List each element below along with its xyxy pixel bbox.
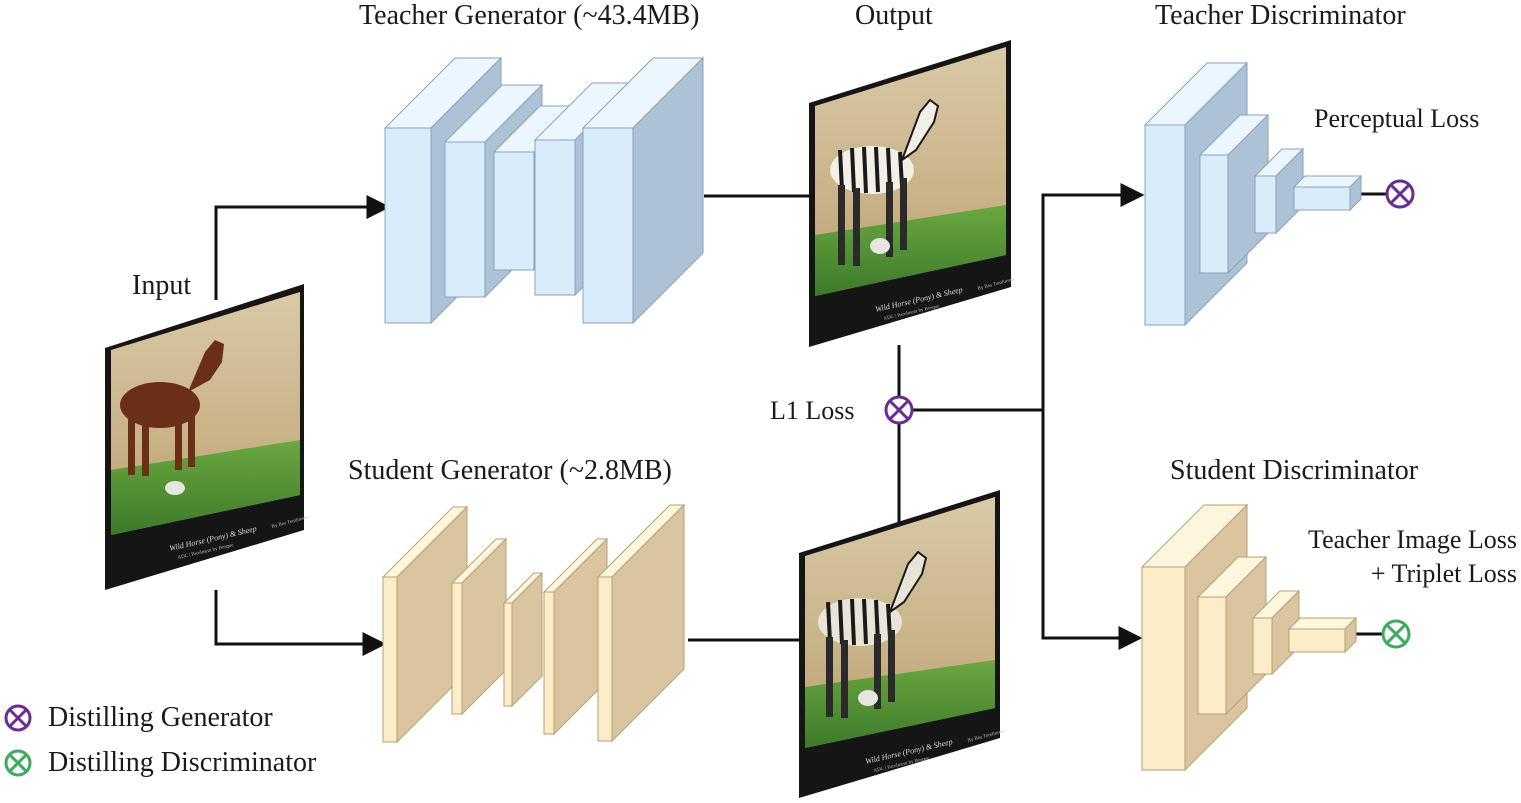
teacher-image-loss-label: Teacher Image Loss: [1308, 525, 1517, 554]
output-image-student: Wild Horse (Pony) & Sheep ADC | Parolmen…: [799, 490, 1005, 798]
input-image: Wild Horse (Pony) & Sheep ADC | Parolmen…: [105, 284, 309, 590]
teacher-generator-label: Teacher Generator (~43.4MB): [359, 0, 700, 31]
student-discriminator: [1140, 503, 1358, 772]
zebra-figure-student: [818, 550, 928, 718]
arrow-to-teacher-discriminator: [1041, 183, 1145, 410]
connectors: [214, 183, 1386, 656]
teacher-generator: [383, 56, 705, 325]
teacher-image-loss-marker-icon: [1381, 619, 1411, 649]
student-generator-label: Student Generator (~2.8MB): [348, 455, 672, 486]
output-label: Output: [855, 0, 933, 31]
legend-label-distilling-generator: Distilling Generator: [48, 702, 273, 733]
l1-loss-marker-icon: [884, 395, 914, 425]
teacher-discriminator-label: Teacher Discriminator: [1155, 0, 1406, 31]
legend-label-distilling-discriminator: Distilling Discriminator: [48, 747, 317, 778]
arrow-input-to-student-generator: [214, 590, 387, 656]
perceptual-loss-label: Perceptual Loss: [1314, 104, 1480, 133]
distilling-generator-marker-icon: [4, 704, 32, 732]
perceptual-loss-marker-icon: [1385, 179, 1415, 209]
teacher-discriminator: [1143, 61, 1363, 327]
student-discriminator-label: Student Discriminator: [1170, 455, 1419, 486]
zebra-figure-teacher: [830, 98, 940, 266]
input-label: Input: [132, 270, 192, 301]
horse-figure: [120, 340, 224, 476]
legend-distilling-discriminator: Distilling Discriminator: [2, 747, 316, 779]
sheep-figure: [165, 481, 185, 495]
l1-loss-label: L1 Loss: [770, 396, 855, 425]
arrow-input-to-teacher-generator: [214, 195, 391, 300]
arrow-to-student-discriminator: [1041, 410, 1143, 650]
student-generator: [381, 503, 686, 744]
output-image-teacher: Wild Horse (Pony) & Sheep ADC | Parolmen…: [809, 40, 1015, 347]
triplet-loss-label: + Triplet Loss: [1370, 559, 1517, 588]
distilling-discriminator-marker-icon: [4, 749, 32, 777]
legend-distilling-generator: Distilling Generator: [2, 702, 273, 734]
